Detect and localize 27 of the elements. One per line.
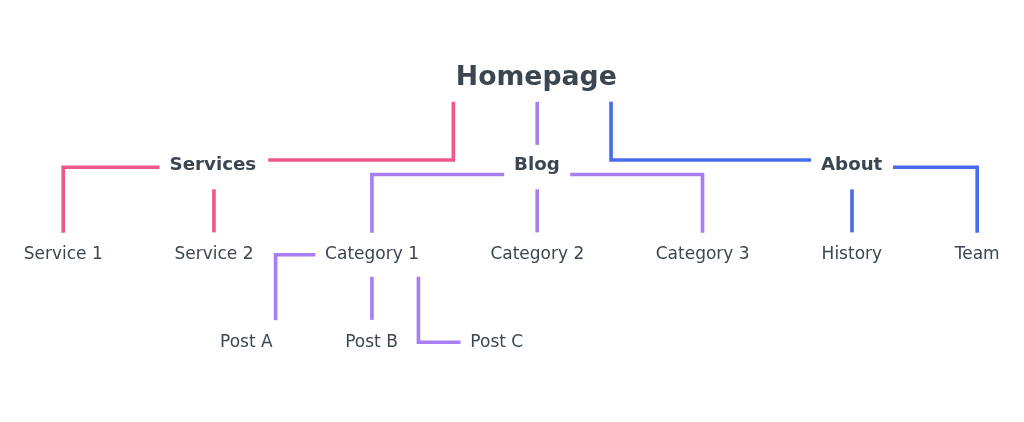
node-text: Post A xyxy=(220,330,273,351)
node-text: Category 3 xyxy=(655,243,750,264)
node-text: Service 1 xyxy=(23,243,103,264)
node-text: Services xyxy=(169,153,257,175)
connector xyxy=(268,101,456,162)
connector xyxy=(609,101,812,162)
node-text: Post C xyxy=(470,330,524,351)
connector xyxy=(61,165,160,233)
connector xyxy=(273,252,316,321)
node-text: Post B xyxy=(345,330,398,351)
connector xyxy=(850,189,854,233)
connector xyxy=(416,276,461,345)
node-text: Homepage xyxy=(455,60,617,92)
node-text: History xyxy=(821,243,883,264)
node-text: Category 2 xyxy=(490,243,585,264)
connector xyxy=(370,172,505,233)
connector xyxy=(212,189,216,233)
node-text: Category 1 xyxy=(325,243,420,264)
connector xyxy=(893,165,979,233)
connector xyxy=(570,172,705,233)
connector xyxy=(535,189,540,233)
node-text: Team xyxy=(954,243,1000,264)
connector xyxy=(535,101,540,145)
node-text: About xyxy=(821,153,883,175)
connector xyxy=(370,276,374,320)
node-text: Blog xyxy=(514,153,560,175)
node-text: Service 2 xyxy=(174,243,254,264)
